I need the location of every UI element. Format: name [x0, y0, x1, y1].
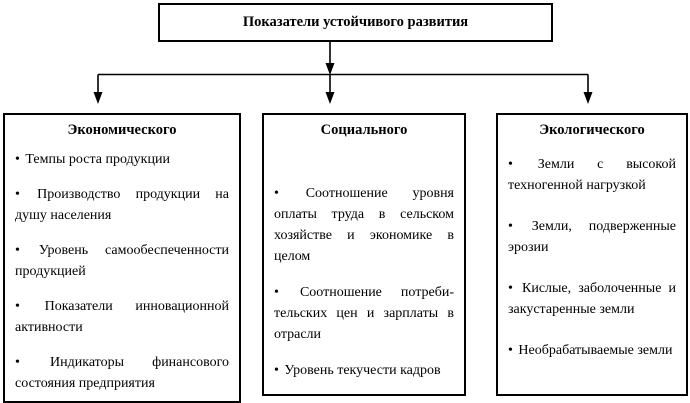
- list-item: • Необрабатываемые земли: [508, 340, 676, 361]
- list-item-text: Необрабатываемые земли: [518, 343, 673, 358]
- list-item-text: Земли с высокой техногенной нагрузкой: [508, 157, 677, 193]
- box-economic-items: • Темпы роста продукции • Производство п…: [15, 149, 229, 394]
- list-item-text: Индикаторы финансового состояния предпри…: [15, 355, 229, 391]
- list-item-text: Уровень самообеспеченности продукцией: [15, 243, 229, 279]
- connector-arrows: [93, 42, 593, 104]
- box-economic-header: Экономического: [67, 122, 177, 138]
- bullet-glyph: •: [508, 157, 513, 172]
- list-item: • Соотношение потреби-тельских цен и зар…: [274, 282, 454, 345]
- left-arrowhead: [93, 92, 103, 104]
- bullet-glyph: •: [15, 243, 20, 258]
- list-item-text: Уровень текучести кадров: [284, 363, 441, 378]
- diagram-title: Показатели устойчивого развития: [242, 14, 469, 30]
- list-item-text: Земли, подверженные эрозии: [508, 219, 677, 255]
- box-economic: Экономического • Темпы роста продукции •…: [3, 113, 241, 403]
- list-item: • Земли с высокой техногенной нагрузкой: [508, 154, 676, 196]
- list-item: • Индикаторы финансового состояния предп…: [15, 352, 229, 394]
- bullet-glyph: •: [274, 363, 279, 378]
- list-item: • Земли, подверженные эрозии: [508, 216, 676, 258]
- list-item: • Показатели инновационной активности: [15, 296, 229, 338]
- list-item-text: Показатели инновационной активности: [15, 299, 229, 335]
- box-ecological: Экологического • Земли с высокой техноге…: [496, 113, 688, 396]
- box-social-header: Социального: [320, 122, 408, 138]
- right-arrowhead: [583, 92, 593, 104]
- box-social: Социального • Соотношение уровня оплаты …: [262, 113, 466, 396]
- stem-arrowhead: [325, 63, 335, 75]
- title-box: Показатели устойчивого развития: [158, 3, 553, 42]
- bullet-glyph: •: [274, 285, 279, 300]
- list-item-text: Темпы роста продукции: [25, 152, 170, 167]
- box-ecological-items: • Земли с высокой техногенной нагрузкой …: [508, 154, 676, 361]
- bullet-glyph: •: [508, 281, 513, 296]
- bullet-glyph: •: [15, 152, 20, 167]
- box-ecological-header: Экологического: [539, 122, 645, 138]
- box-social-items: • Соотношение уровня оплаты труда в сель…: [274, 183, 454, 381]
- list-item-text: Соотношение потреби-тельских цен и зарпл…: [274, 285, 455, 342]
- bullet-glyph: •: [508, 219, 513, 234]
- list-item: • Уровень самообеспеченности продукцией: [15, 240, 229, 282]
- list-item: • Уровень текучести кадров: [274, 360, 454, 381]
- list-item-text: Производство продукции на душу населения: [15, 187, 229, 223]
- center-arrowhead: [325, 92, 335, 104]
- bullet-glyph: •: [15, 299, 20, 314]
- list-item: • Производство продукции на душу населен…: [15, 184, 229, 226]
- list-item: • Соотношение уровня оплаты труда в сель…: [274, 183, 454, 267]
- bullet-glyph: •: [15, 355, 20, 370]
- list-item-text: Соотношение уровня оплаты труда в сельск…: [274, 186, 454, 264]
- list-item-text: Кислые, заболоченные и закустаренные зем…: [508, 281, 676, 317]
- bullet-glyph: •: [508, 343, 513, 358]
- list-item: • Темпы роста продукции: [15, 149, 229, 170]
- list-item: • Кислые, заболоченные и закустаренные з…: [508, 278, 676, 320]
- bullet-glyph: •: [274, 186, 279, 201]
- bullet-glyph: •: [15, 187, 20, 202]
